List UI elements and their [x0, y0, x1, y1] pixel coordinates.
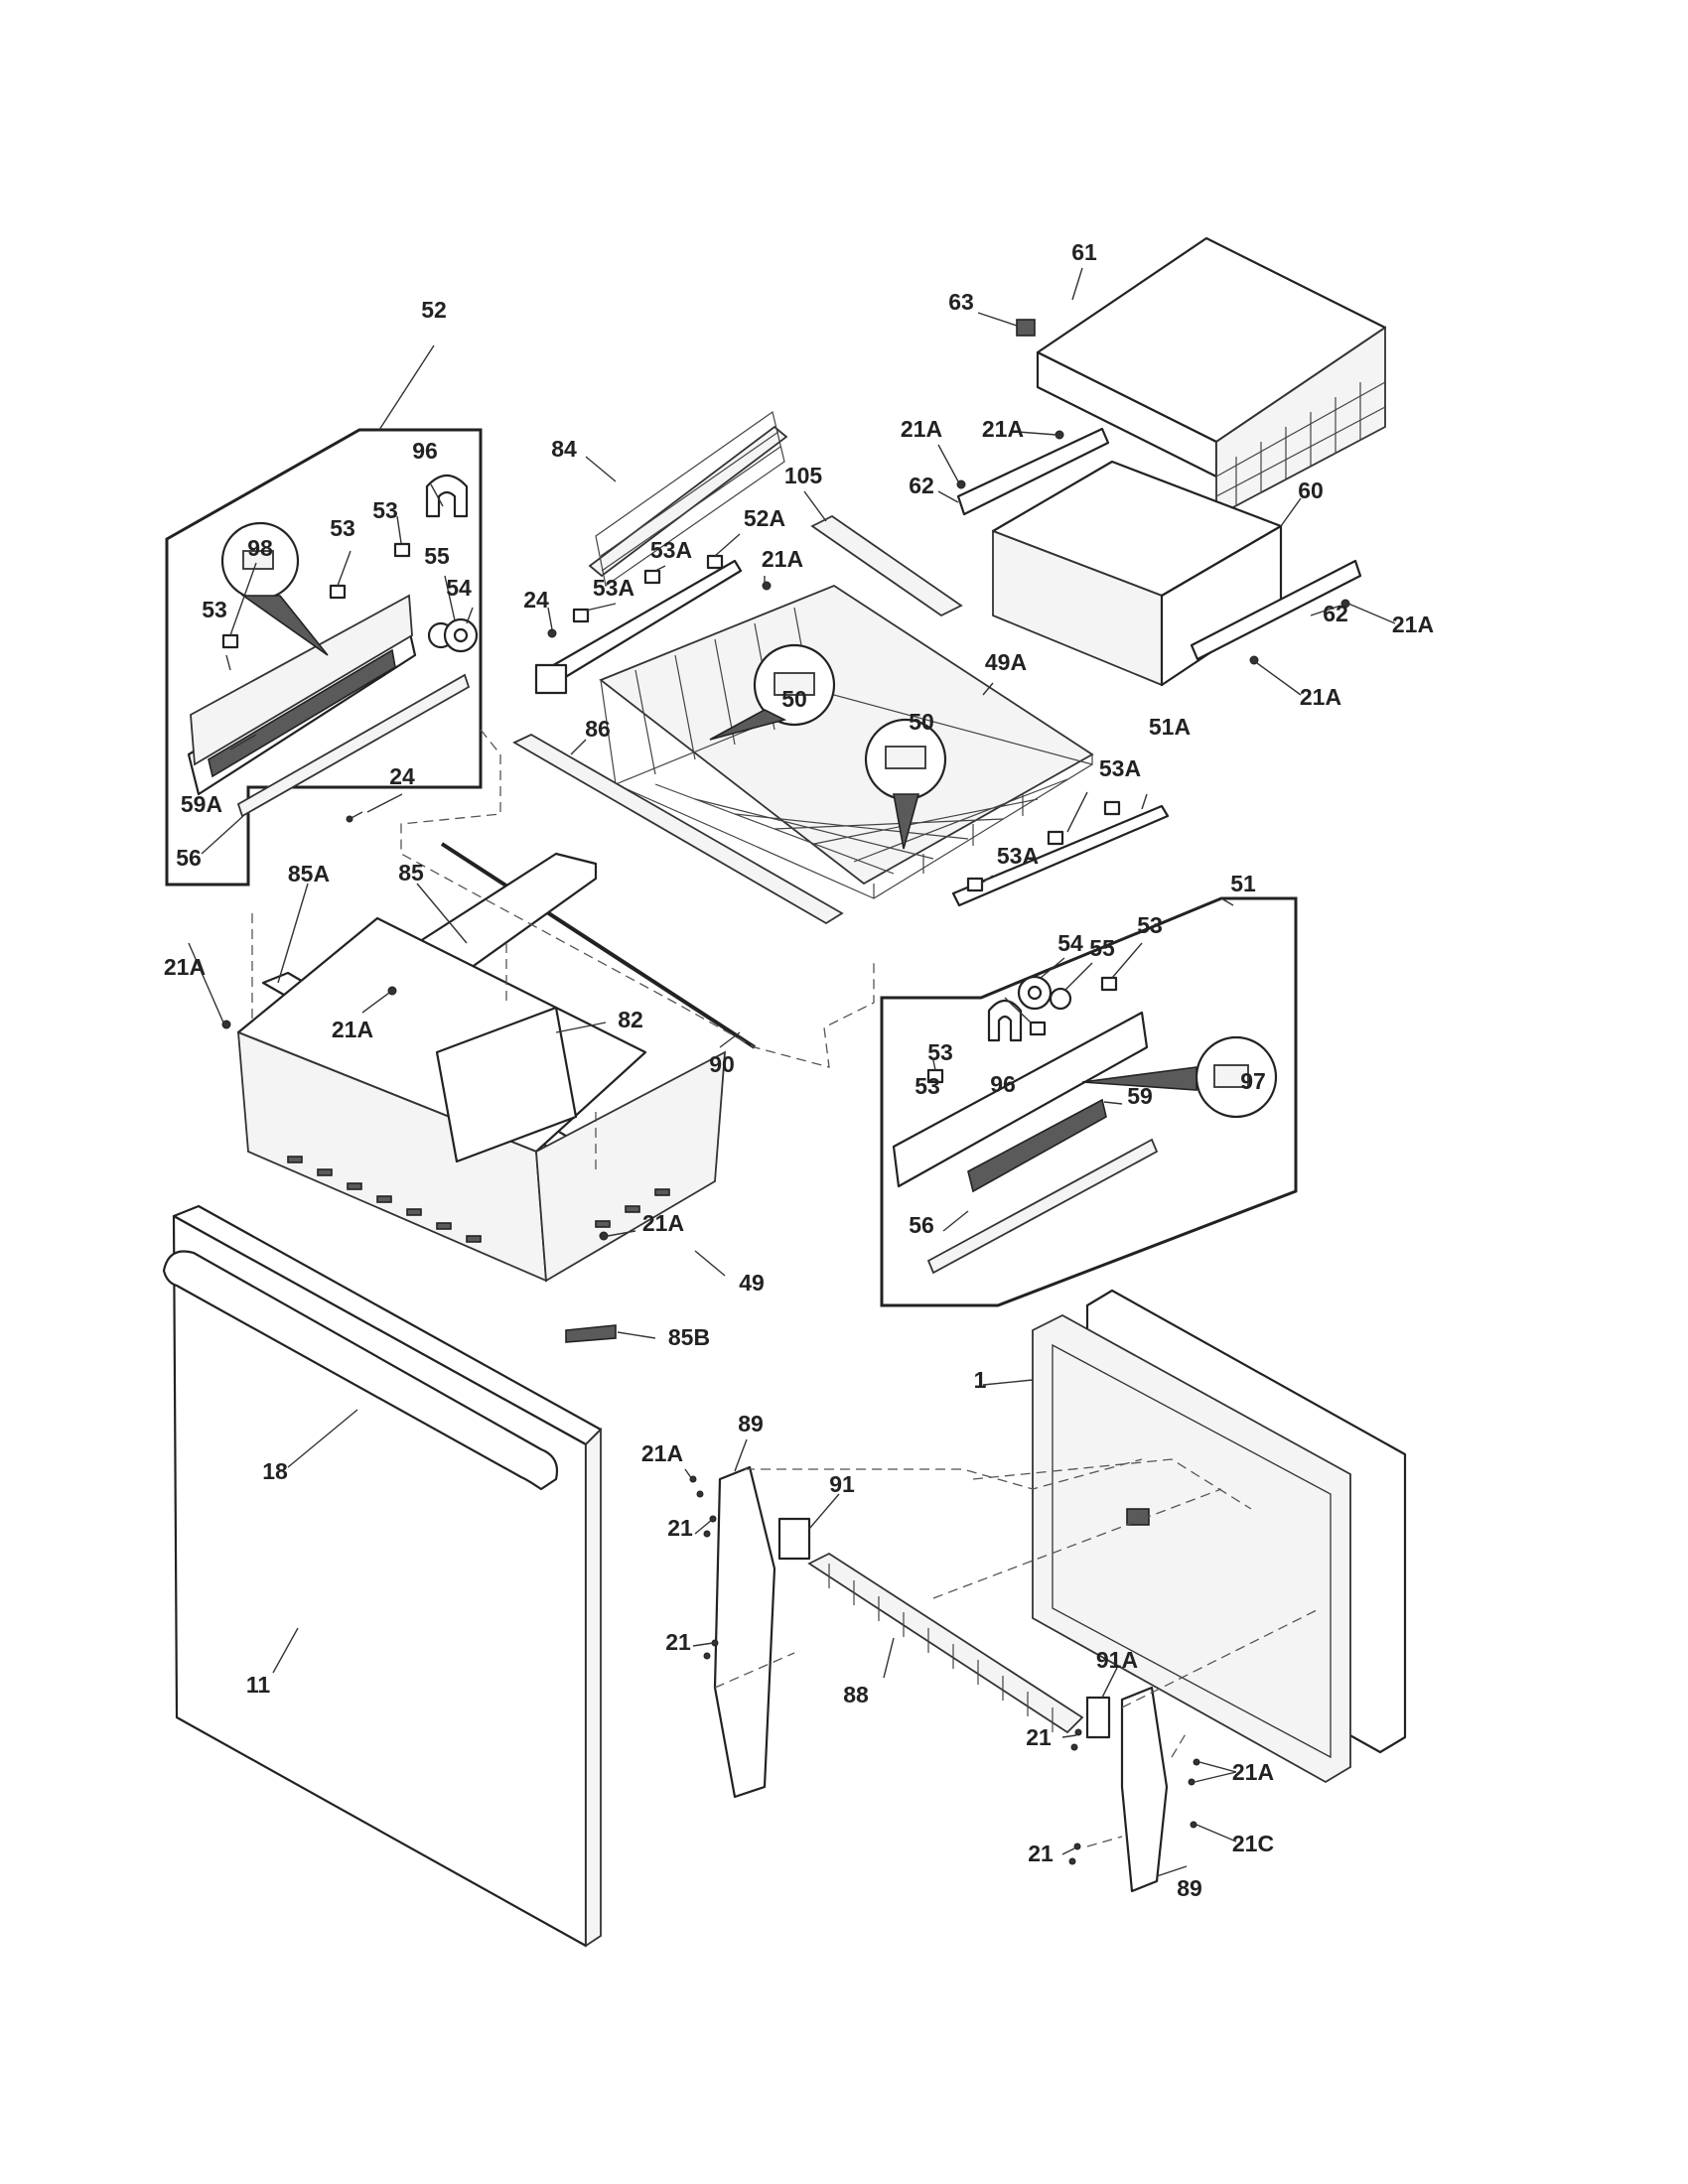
part-callout-label: 49 — [739, 1270, 765, 1296]
part-callout-label: 85 — [398, 860, 424, 886]
dashed-guide-lines — [251, 729, 1322, 1847]
part-callout-label: 24 — [523, 587, 549, 613]
grille-slats — [828, 1564, 1054, 1732]
freezer-door — [162, 1204, 603, 1948]
part-callout-label: 89 — [1177, 1875, 1202, 1901]
part-callout-label: 1 — [974, 1367, 987, 1393]
part-callout-label: 82 — [618, 1007, 643, 1032]
part-callout-label: 62 — [1323, 601, 1348, 626]
part-callout-label: 50 — [781, 686, 807, 712]
part-callout-label: 53 — [1137, 912, 1163, 938]
part-callout-label: 49A — [985, 649, 1027, 675]
basket-holes — [287, 1156, 670, 1243]
part-callout-label: 52A — [744, 505, 785, 531]
part-callout-label: 53 — [330, 515, 355, 541]
lower-basket-group — [188, 842, 757, 1343]
part-callout-label: 90 — [709, 1051, 735, 1077]
part-callout-label: 59 — [1127, 1083, 1153, 1109]
part-callout-label: 21A — [641, 1440, 683, 1466]
part-callout-label: 53A — [650, 537, 692, 563]
part-callout-label: 96 — [412, 438, 438, 464]
part-callout-label: 84 — [551, 436, 577, 462]
part-callout-label: 50 — [909, 709, 934, 735]
part-callout-label: 97 — [1240, 1068, 1266, 1094]
part-callout-label: 63 — [948, 289, 974, 315]
part-callout-label: 85A — [288, 861, 330, 887]
part-callout-label: 21A — [1232, 1759, 1274, 1785]
part-callout-label: 105 — [784, 463, 823, 488]
part-callout-label: 21A — [1392, 612, 1434, 637]
bin-grid — [1215, 381, 1386, 506]
part-callout-label: 86 — [585, 716, 611, 742]
part-callout-label: 53 — [372, 497, 398, 523]
part-callout-label: 53A — [593, 575, 634, 601]
part-callout-label: 62 — [909, 473, 934, 498]
part-callout-label: 11 — [246, 1672, 271, 1698]
part-callout-label: 21 — [667, 1515, 693, 1541]
part-callout-label: 53 — [914, 1073, 940, 1099]
part-callout-label: 54 — [1057, 930, 1083, 956]
part-callout-label: 54 — [446, 575, 472, 601]
part-callout-label: 96 — [990, 1071, 1016, 1097]
part-callout-label: 21 — [665, 1629, 691, 1655]
door-frame-gasket — [982, 1289, 1407, 1784]
part-callout-label: 18 — [262, 1458, 288, 1484]
part-callout-label: 55 — [1089, 935, 1115, 961]
wire-basket-group — [512, 411, 1170, 925]
part-callout-label: 53 — [927, 1039, 953, 1065]
part-callout-label: 21A — [332, 1017, 373, 1042]
part-callout-label: 60 — [1298, 478, 1324, 503]
part-callout-label: 21A — [642, 1210, 684, 1236]
part-callout-label: 61 — [1071, 239, 1097, 265]
part-callout-label: 21 — [1026, 1724, 1052, 1750]
part-callout-label: 21A — [1300, 684, 1341, 710]
part-callout-label: 55 — [424, 543, 450, 569]
part-callout-label: 21 — [1028, 1841, 1054, 1866]
part-callout-label: 51 — [1230, 871, 1256, 896]
part-callout-label: 21A — [982, 416, 1024, 442]
slide-assembly-right-panel — [880, 896, 1298, 1307]
part-callout-label: 56 — [909, 1212, 934, 1238]
part-callout-label: 98 — [247, 535, 273, 561]
part-callout-label: 59A — [181, 791, 222, 817]
part-callout-label: 21C — [1232, 1831, 1274, 1856]
part-callout-label: 89 — [738, 1411, 764, 1436]
slide-assembly-left-panel — [165, 344, 483, 887]
part-callout-label: 21A — [164, 954, 206, 980]
part-callout-label: 88 — [843, 1682, 869, 1707]
part-callout-label: 51A — [1149, 714, 1191, 740]
part-callout-label: 91A — [1096, 1647, 1138, 1673]
part-callout-label: 21A — [901, 416, 942, 442]
part-callout-label: 21A — [762, 546, 803, 572]
part-callout-label: 53 — [202, 597, 227, 622]
part-callout-label: 91 — [829, 1471, 855, 1497]
lower-bracket-group — [684, 1438, 1237, 1893]
part-callout-label: 53A — [997, 843, 1039, 869]
part-callout-label: 53A — [1099, 755, 1141, 781]
part-callout-label: 85B — [668, 1324, 710, 1350]
upper-drawer-group — [937, 236, 1396, 696]
part-callout-label: 56 — [176, 845, 202, 871]
part-callout-label: 24 — [389, 763, 415, 789]
part-callout-label: 52 — [421, 297, 447, 323]
